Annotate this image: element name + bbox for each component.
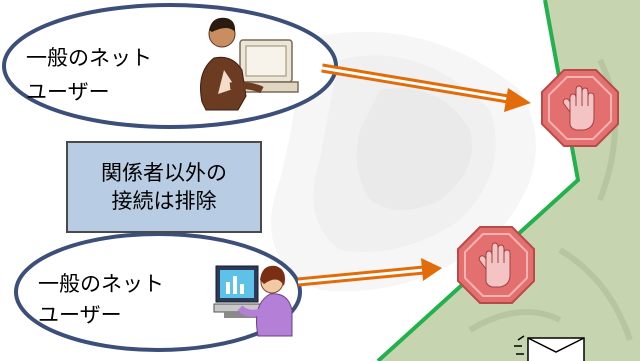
user-label-top-line1: 一般のネット: [26, 46, 152, 70]
user-label-bottom-line2: ユーザー: [38, 303, 122, 327]
businessman-at-computer-icon: [200, 17, 299, 111]
info-line2: 接続は排除: [111, 189, 217, 213]
exclusion-info-box: 関係者以外の 接続は排除: [66, 141, 262, 233]
network-boundary-line: [376, 0, 581, 361]
envelope-icon: [514, 335, 585, 361]
stop-hand-icon: [541, 69, 619, 147]
stop-hand-icon: [457, 226, 535, 304]
arrow-bottom: [297, 258, 442, 287]
user-label-top-line2: ユーザー: [26, 80, 110, 104]
user-label-bottom-line1: 一般のネット: [38, 272, 164, 296]
user-ellipse-bottom: [14, 232, 302, 352]
woman-at-computer-icon: [213, 265, 293, 337]
info-line1: 関係者以外の: [101, 161, 227, 185]
arrow-top: [321, 63, 531, 112]
